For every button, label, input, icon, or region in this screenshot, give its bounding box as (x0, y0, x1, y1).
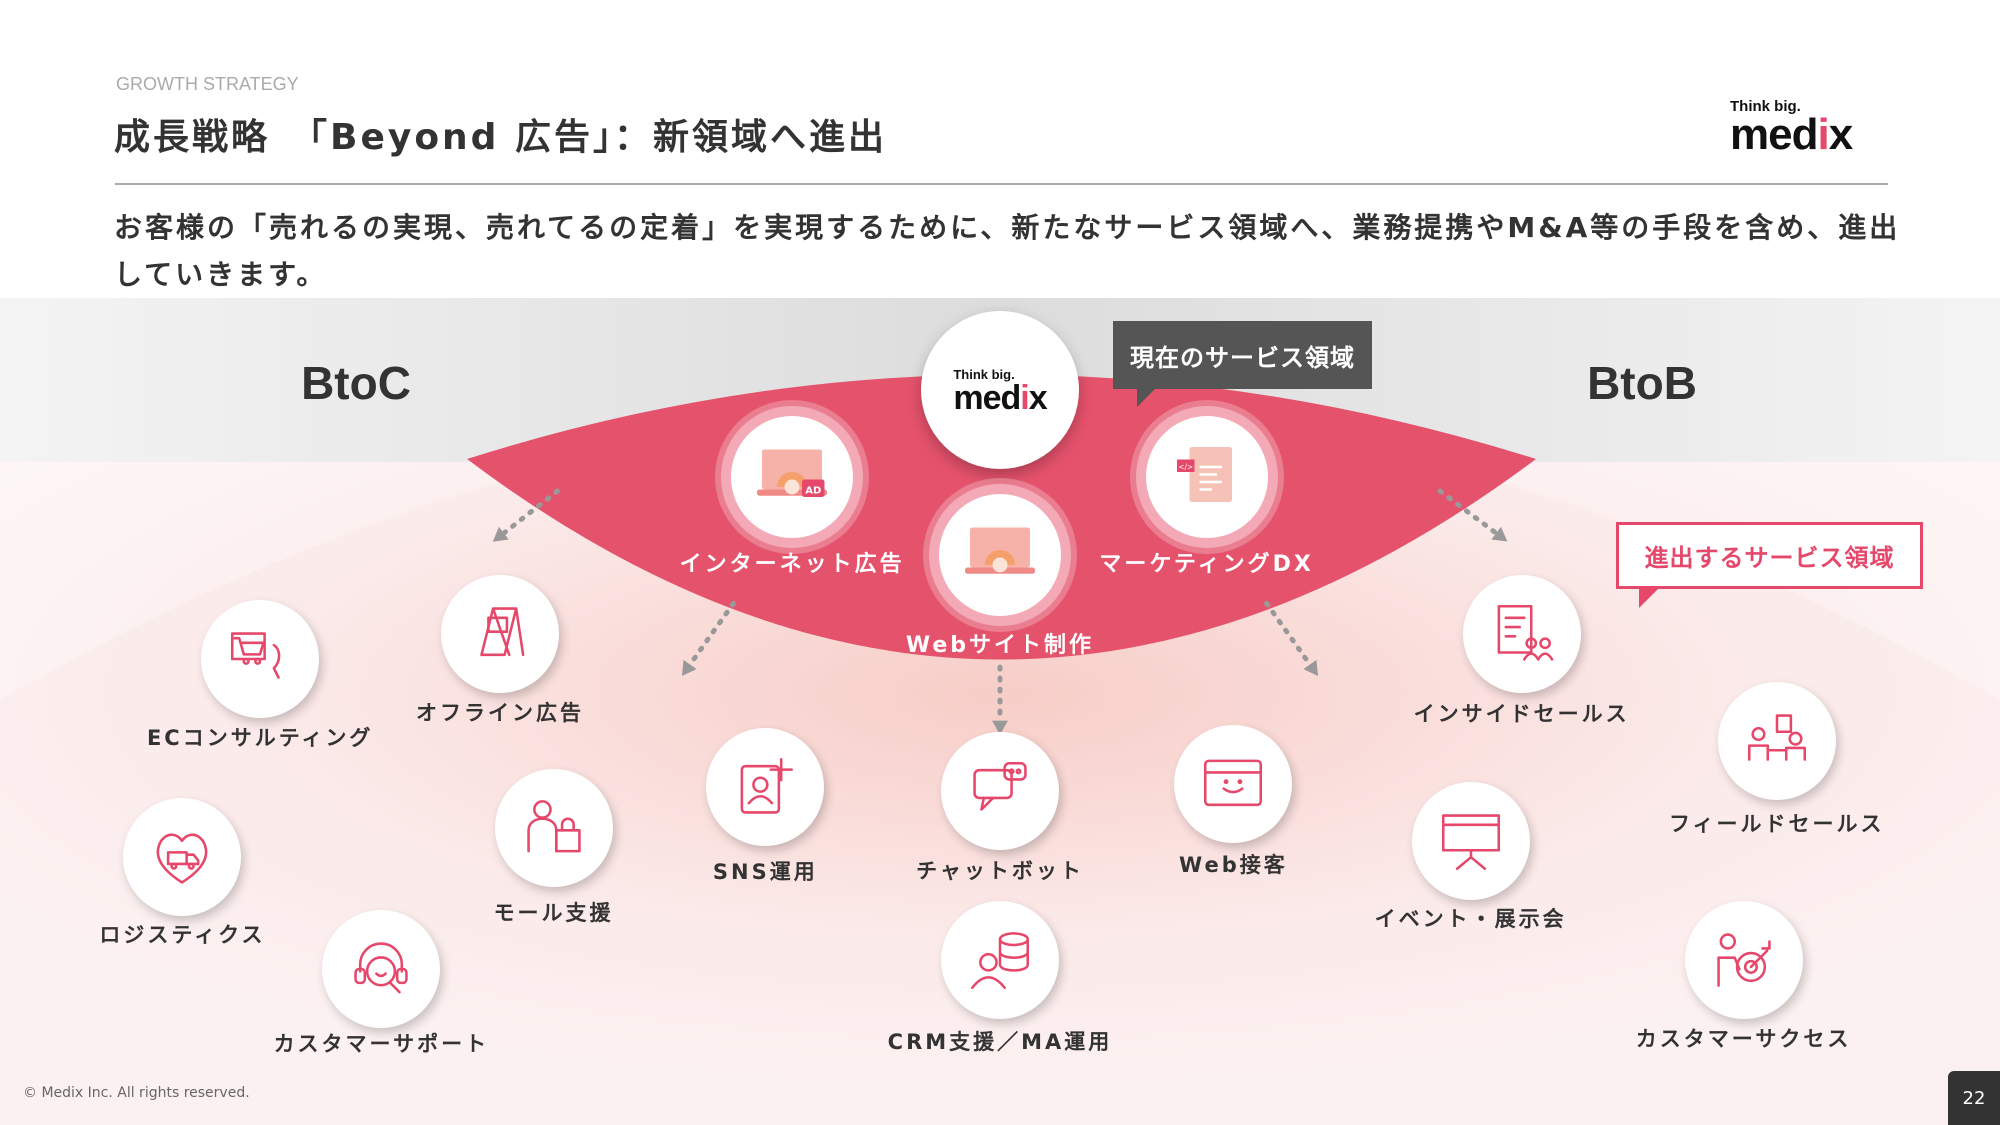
new-service-label: ECコンサルティング (146, 726, 374, 751)
new-service-4 (322, 910, 441, 1029)
headset-icon (354, 942, 409, 994)
current-service-label: インターネット広告 (679, 552, 905, 578)
new-service-label: オフライン広告 (415, 700, 584, 725)
laptop-ad-icon: AD (757, 449, 828, 498)
browser-smile-icon (1204, 760, 1263, 807)
new-service-8 (940, 901, 1059, 1020)
header-divider (115, 183, 1888, 185)
new-service-label: ロジスティクス (99, 922, 266, 947)
svg-text:</>: </> (1178, 463, 1193, 472)
new-service-5 (706, 727, 825, 846)
new-service-7 (1174, 725, 1293, 844)
dotted-arrow (991, 664, 1008, 735)
social-profile-icon (740, 757, 794, 814)
dotted-arrow (492, 488, 560, 542)
target-person-icon (1716, 933, 1771, 988)
new-service-1 (440, 574, 559, 693)
document-team-icon (1497, 604, 1553, 661)
new-service-label: チャットボット (916, 858, 1084, 883)
new-service-label: インサイドセールス (1413, 702, 1630, 726)
current-service-label: Webサイト制作 (905, 632, 1095, 658)
shopper-bags-icon (526, 799, 581, 853)
meeting-icon (1747, 714, 1806, 761)
user-database-icon (970, 932, 1030, 990)
section-kicker: GROWTH STRATEGY (116, 74, 299, 94)
new-service-label: カスタマーサポート (273, 1032, 490, 1057)
code-window-icon: </> (1176, 447, 1232, 503)
chatbot-icon (973, 761, 1027, 811)
btoc-label: BtoC (301, 357, 411, 409)
laptop-gear-icon (964, 527, 1035, 574)
new-service-0 (201, 600, 320, 719)
logo-brand: medix (953, 378, 1047, 417)
page-number: 22 (1948, 1071, 2000, 1125)
new-service-label: イベント・展示会 (1374, 907, 1567, 932)
current-services-callout: 現在のサービス領域 (1113, 321, 1372, 407)
dotted-arrow (1437, 488, 1508, 542)
btob-label: BtoB (1587, 357, 1697, 409)
dotted-arrow (1264, 600, 1319, 676)
new-service-10 (1717, 682, 1836, 801)
logo-tagline: Think big. (1730, 98, 1801, 115)
center-medix-logo: Think big. medix (921, 311, 1079, 469)
current-service-label: マーケティングDX (1099, 552, 1314, 578)
cart-consult-icon (231, 632, 281, 680)
page-title: 成長戦略 「Beyond 広告」：新領域へ進出 (114, 117, 887, 158)
new-service-6 (940, 731, 1059, 850)
new-service-label: Web接客 (1179, 852, 1288, 877)
new-service-3 (494, 768, 613, 887)
dotted-arrow (681, 600, 736, 676)
delivery-truck-icon (157, 833, 208, 884)
new-service-2 (123, 798, 242, 917)
svg-text:AD: AD (805, 485, 821, 496)
new-service-9 (1462, 574, 1581, 693)
signboard-icon (480, 607, 525, 657)
new-service-label: モール支援 (493, 900, 614, 925)
new-service-label: CRM支援／MA運用 (887, 1029, 1113, 1054)
new-service-label: SNS運用 (712, 860, 818, 885)
new-service-label: フィールドセールス (1668, 811, 1885, 836)
presentation-board-icon (1441, 813, 1500, 870)
expansion-services-callout: 進出するサービス領域 (1616, 522, 1923, 608)
logo-tagline: Think big. (953, 366, 1015, 382)
lead-text: お客様の「売れるの実現、売れてるの定着」を実現するために、新たなサービス領域へ、… (114, 211, 1901, 291)
logo-brand: medix (1730, 110, 1853, 159)
new-service-12 (1684, 901, 1803, 1020)
dotted-arrows (492, 488, 1508, 735)
medix-logo: Think big. medix (1730, 98, 1853, 159)
current-service-0: AD (721, 406, 864, 549)
current-service-1 (928, 483, 1071, 626)
new-service-label: カスタマーサクセス (1635, 1027, 1852, 1052)
new-service-11 (1411, 781, 1530, 900)
current-service-2: </> (1135, 406, 1278, 549)
copyright: © Medix Inc. All rights reserved. (23, 1085, 250, 1101)
